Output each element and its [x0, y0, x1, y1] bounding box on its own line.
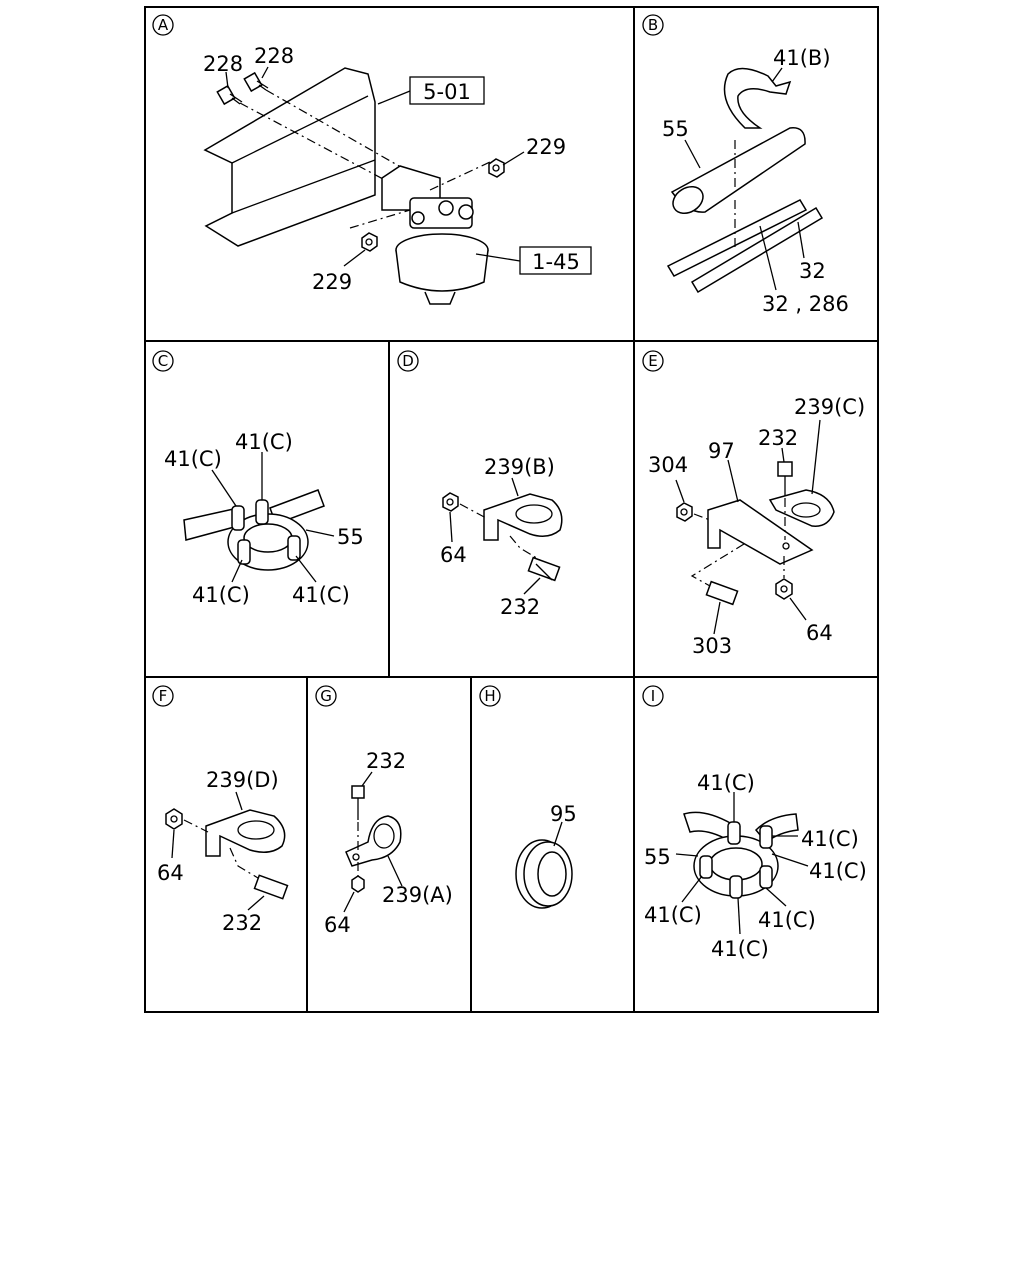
label-tubes-32-286: 32 , 286 — [762, 292, 849, 316]
label-band-41c-top: 41(C) — [697, 771, 755, 795]
bolt-232 — [527, 556, 561, 582]
ref-box-5-01: 5-01 — [423, 80, 471, 104]
label-bolt-232: 232 — [500, 595, 540, 619]
bolt-232 — [351, 785, 365, 820]
label-clip-239c: 239(C) — [794, 395, 865, 419]
label-sleeve-55: 55 — [662, 117, 689, 141]
p-clip-239a — [345, 815, 402, 867]
svg-text:D: D — [402, 352, 414, 370]
label-nut-64: 64 — [806, 621, 833, 645]
bolt-228-left — [216, 84, 243, 106]
fuel-filter-assembly — [381, 165, 489, 305]
label-grommet-95: 95 — [550, 802, 577, 826]
bolt-232 — [777, 461, 793, 496]
label-clip-239a: 239(A) — [382, 883, 453, 907]
nut-64 — [442, 492, 459, 512]
label-nut-304: 304 — [648, 453, 688, 477]
label-nut-64: 64 — [157, 861, 184, 885]
hose-loop-assembly — [183, 489, 325, 571]
ref-box-1-45: 1-45 — [532, 250, 580, 274]
bolt-232 — [253, 874, 289, 900]
panel-c-letter-badge: C — [152, 350, 174, 372]
nut-304 — [676, 502, 693, 522]
label-band-41c-top-right: 41(C) — [235, 430, 293, 454]
label-band-41c-bottom-right: 41(C) — [758, 908, 816, 932]
label-band-41c-right-1: 41(C) — [801, 827, 859, 851]
hose-loop-assembly — [683, 811, 799, 899]
label-sleeve-55: 55 — [644, 845, 671, 869]
panel-d: D 239(B) 64 232 — [397, 350, 563, 619]
label-band-41c-bottom-left: 41(C) — [192, 583, 250, 607]
p-clip-239d — [205, 809, 286, 857]
panel-b: B 41(B) 55 32 32 , 286 — [642, 14, 849, 316]
svg-text:H: H — [484, 687, 495, 705]
label-bolt-228-right: 228 — [254, 44, 294, 68]
bracket-97 — [707, 499, 814, 565]
svg-text:C: C — [158, 352, 168, 370]
label-bolt-232: 232 — [758, 426, 798, 450]
panel-i: I 41(C) 41(C) 55 41(C) 41(C) 41(C) 41(C) — [642, 685, 867, 961]
label-band-41c-bottom-left: 41(C) — [644, 903, 702, 927]
label-bolt-228-left: 228 — [203, 52, 243, 76]
nut-229-left — [361, 232, 378, 252]
panel-e: E 239(C) 232 — [642, 350, 865, 658]
label-band-41c-right-2: 41(C) — [809, 859, 867, 883]
panel-a-letter-badge: A — [152, 14, 174, 36]
bolt-228-right — [243, 71, 269, 93]
nut-64 — [165, 808, 183, 830]
grid-frame — [144, 6, 879, 1013]
label-band-41b: 41(B) — [773, 46, 831, 70]
panel-g-letter-badge: G — [315, 685, 337, 707]
tubes — [666, 199, 824, 294]
label-nut-229-left: 229 — [312, 270, 352, 294]
label-clip-239d: 239(D) — [206, 768, 279, 792]
nut-64 — [775, 578, 793, 600]
nut-64 — [351, 875, 365, 893]
p-clip-239b — [483, 493, 563, 541]
label-nut-64: 64 — [324, 913, 351, 937]
label-bolt-232: 232 — [222, 911, 262, 935]
label-nut-229-right: 229 — [526, 135, 566, 159]
panel-a: A — [152, 14, 592, 305]
panel-b-letter-badge: B — [642, 14, 664, 36]
panel-f: F 239(D) 64 232 — [152, 685, 289, 935]
panel-f-letter-badge: F — [152, 685, 174, 707]
label-bolt-303: 303 — [692, 634, 732, 658]
panel-h: H 95 — [479, 685, 577, 909]
panel-c: C 41(C) 41(C) 55 41(C) 41(C) — [152, 350, 364, 607]
panel-e-letter-badge: E — [642, 350, 664, 372]
svg-text:B: B — [648, 16, 658, 34]
svg-text:F: F — [159, 687, 168, 705]
svg-text:I: I — [651, 687, 655, 705]
svg-text:E: E — [648, 352, 657, 370]
nut-229-right — [488, 158, 505, 178]
svg-text:G: G — [320, 687, 332, 705]
label-clip-239b: 239(B) — [484, 455, 555, 479]
label-band-41c-bottom: 41(C) — [711, 937, 769, 961]
label-sleeve-55: 55 — [337, 525, 364, 549]
svg-text:A: A — [158, 16, 169, 34]
frame-rail — [203, 67, 376, 247]
p-clip-239c — [768, 489, 835, 527]
panel-i-letter-badge: I — [642, 685, 664, 707]
label-band-41c-top-left: 41(C) — [164, 447, 222, 471]
bolt-303 — [705, 580, 739, 606]
grommet-95 — [515, 839, 573, 909]
panel-d-letter-badge: D — [397, 350, 419, 372]
label-bolt-232: 232 — [366, 749, 406, 773]
band-clamp — [723, 67, 792, 129]
split-sleeve — [670, 127, 806, 214]
panel-g: G 232 239(A) 64 — [315, 685, 453, 937]
label-tube-32: 32 — [799, 259, 826, 283]
label-bracket-97: 97 — [708, 439, 735, 463]
label-band-41c-bottom-right: 41(C) — [292, 583, 350, 607]
label-nut-64: 64 — [440, 543, 467, 567]
panel-h-letter-badge: H — [479, 685, 501, 707]
